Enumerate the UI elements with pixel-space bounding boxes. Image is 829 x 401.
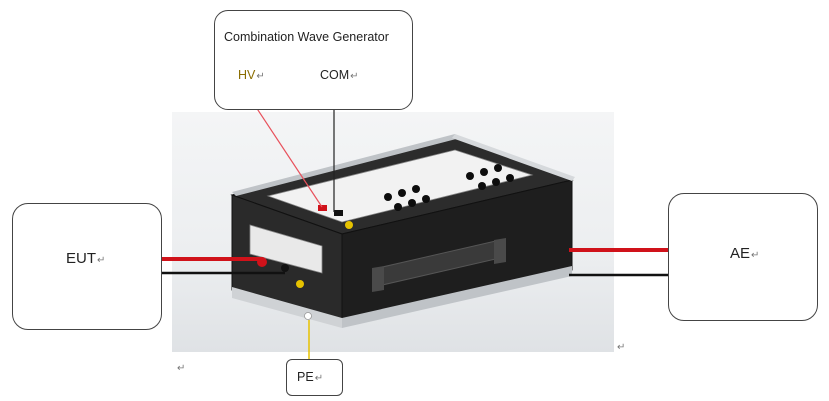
eut-box [12, 203, 162, 330]
paragraph-mark: ↵ [617, 342, 626, 353]
ae-label: AE↵ [730, 245, 759, 262]
hv-wire [251, 100, 323, 208]
hv-label-text: HV [238, 68, 256, 82]
return-mark: ↵ [350, 71, 359, 82]
pe-box [286, 359, 343, 396]
com-label: COM↵ [320, 68, 359, 82]
pe-label-text: PE [297, 370, 314, 384]
generator-box [214, 10, 413, 110]
carry-handle [372, 238, 506, 292]
paragraph-mark: ↵ [177, 363, 186, 374]
eut-black-terminal [281, 264, 289, 272]
return-mark: ↵ [256, 71, 265, 82]
generator-title: Combination Wave Generator [224, 30, 389, 44]
ae-label-text: AE [730, 245, 751, 262]
hv-label: HV↵ [238, 68, 265, 82]
hv-terminal [318, 205, 327, 211]
com-label-text: COM [320, 68, 350, 82]
top-control-knobs [384, 164, 514, 211]
return-mark: ↵ [314, 373, 324, 384]
ae-box [668, 193, 818, 321]
coupling-network-device [230, 134, 575, 328]
com-terminal [334, 210, 343, 216]
return-mark: ↵ [751, 250, 760, 261]
return-mark: ↵ [97, 255, 106, 266]
eut-label-text: EUT [66, 250, 96, 267]
eut-label: EUT↵ [66, 250, 105, 267]
pe-terminal [304, 312, 312, 320]
pe-label: PE↵ [297, 370, 323, 384]
